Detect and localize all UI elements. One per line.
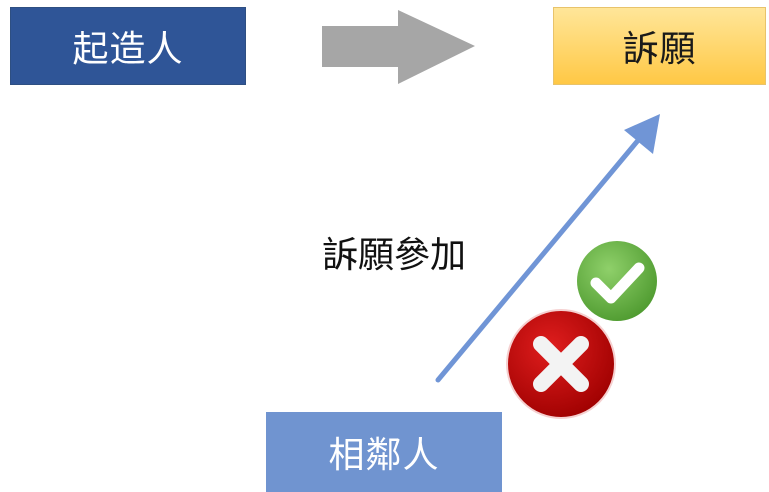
participation-arrow-head (624, 114, 660, 154)
node-builder-label: 起造人 (72, 29, 184, 70)
gray-block-arrow (322, 10, 475, 84)
node-builder: 起造人 (10, 7, 246, 85)
checkmark-icon (577, 241, 657, 321)
cross-icon (506, 309, 616, 419)
edge-label-participation: 訴願參加 (322, 235, 467, 276)
node-petition: 訴願 (553, 7, 766, 85)
participation-arrow-line (435, 135, 643, 383)
node-neighbor: 相鄰人 (266, 412, 502, 492)
node-neighbor-label: 相鄰人 (328, 435, 440, 476)
node-petition-label: 訴願 (622, 29, 697, 70)
